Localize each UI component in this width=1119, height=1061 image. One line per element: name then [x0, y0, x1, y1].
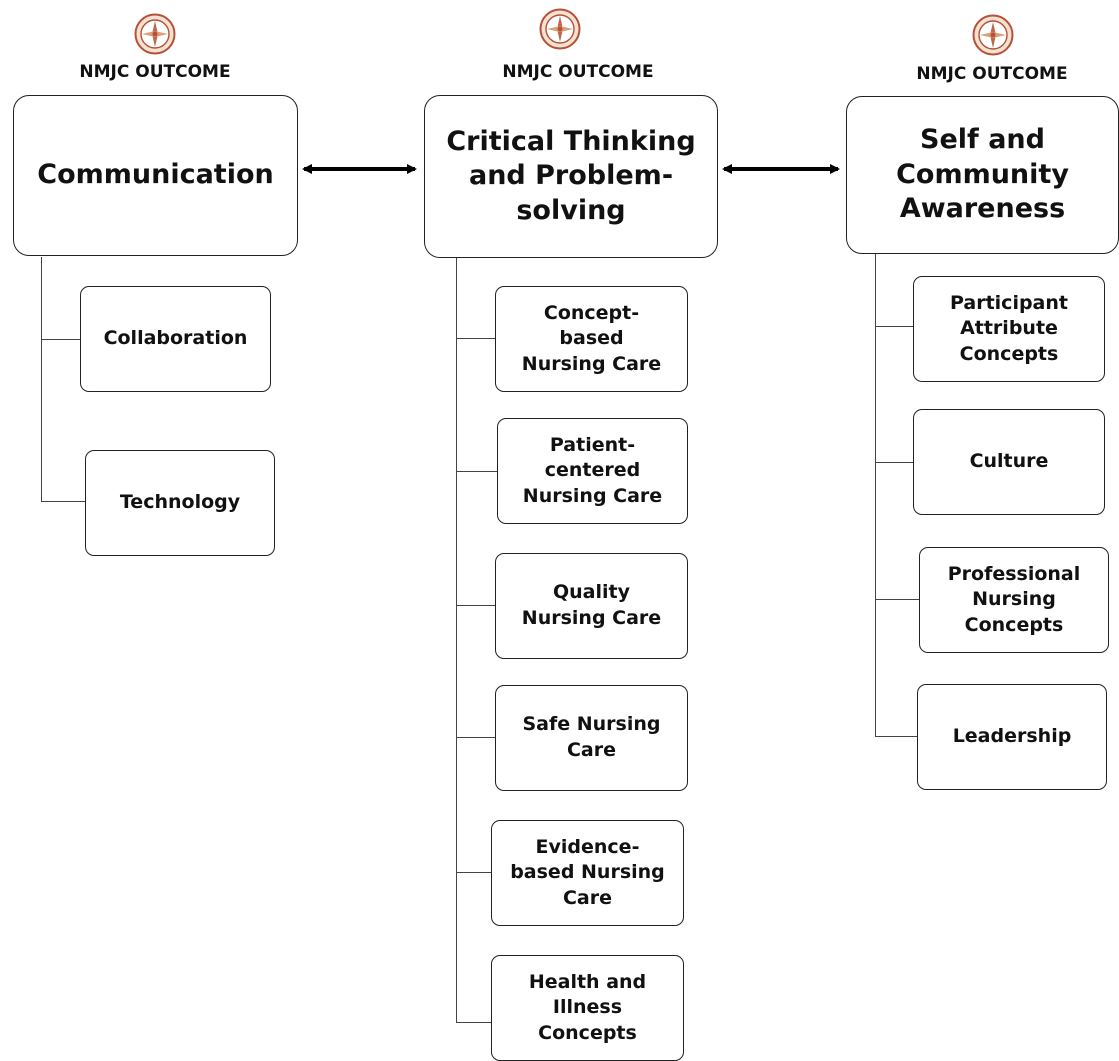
outcome-title: Self and Community Awareness: [896, 124, 1069, 225]
sub-box-patient-centered-nursing-care: Patient-centered Nursing Care: [497, 418, 688, 524]
tree-trunk-self-community: [875, 254, 876, 737]
sub-box-evidence-based-nursing-care: Evidence-based Nursing Care: [491, 820, 684, 926]
sub-box-collaboration: Collaboration: [80, 286, 271, 392]
tree-branch: [456, 338, 496, 339]
outcome-header-communication: NMJC OUTCOME: [79, 62, 231, 82]
tree-trunk-communication: [41, 257, 42, 501]
nmjc-seal-logo: [539, 8, 581, 50]
tree-branch: [456, 471, 498, 472]
tree-branch: [875, 599, 920, 600]
tree-branch: [41, 339, 81, 340]
sub-box-professional-nursing-concepts: Professional Nursing Concepts: [919, 547, 1109, 653]
outcome-title: Communication: [37, 159, 274, 191]
tree-branch: [456, 872, 492, 873]
sub-box-culture: Culture: [913, 409, 1105, 515]
tree-branch: [875, 326, 914, 327]
sub-box-health-and-illness-concepts: Health and Illness Concepts: [491, 955, 684, 1061]
outcome-box-self-community: Self and Community Awareness: [846, 96, 1119, 254]
outcome-box-critical-thinking: Critical Thinking and Problem-solving: [424, 95, 718, 258]
outcome-header-self-community: NMJC OUTCOME: [916, 64, 1068, 84]
sub-box-leadership: Leadership: [917, 684, 1107, 790]
outcome-header-critical-thinking: NMJC OUTCOME: [502, 62, 654, 82]
tree-branch: [875, 736, 918, 737]
tree-branch: [875, 462, 913, 463]
nmjc-seal-logo: [134, 13, 176, 55]
tree-branch: [456, 1022, 492, 1023]
sub-box-safe-nursing-care: Safe Nursing Care: [495, 685, 688, 791]
sub-box-concept-based-nursing-care: Concept-based Nursing Care: [495, 286, 688, 392]
outcome-box-communication: Communication: [13, 95, 298, 256]
sub-box-technology: Technology: [85, 450, 275, 556]
sub-box-participant-attribute-concepts: Participant Attribute Concepts: [913, 276, 1105, 382]
tree-branch: [41, 501, 86, 502]
tree-branch: [456, 605, 496, 606]
outcome-title: Critical Thinking and Problem-solving: [446, 125, 696, 226]
sub-box-quality-nursing-care: Quality Nursing Care: [495, 553, 688, 659]
nmjc-seal-logo: [972, 14, 1014, 56]
tree-branch: [456, 737, 496, 738]
tree-trunk-critical-thinking: [456, 258, 457, 1023]
